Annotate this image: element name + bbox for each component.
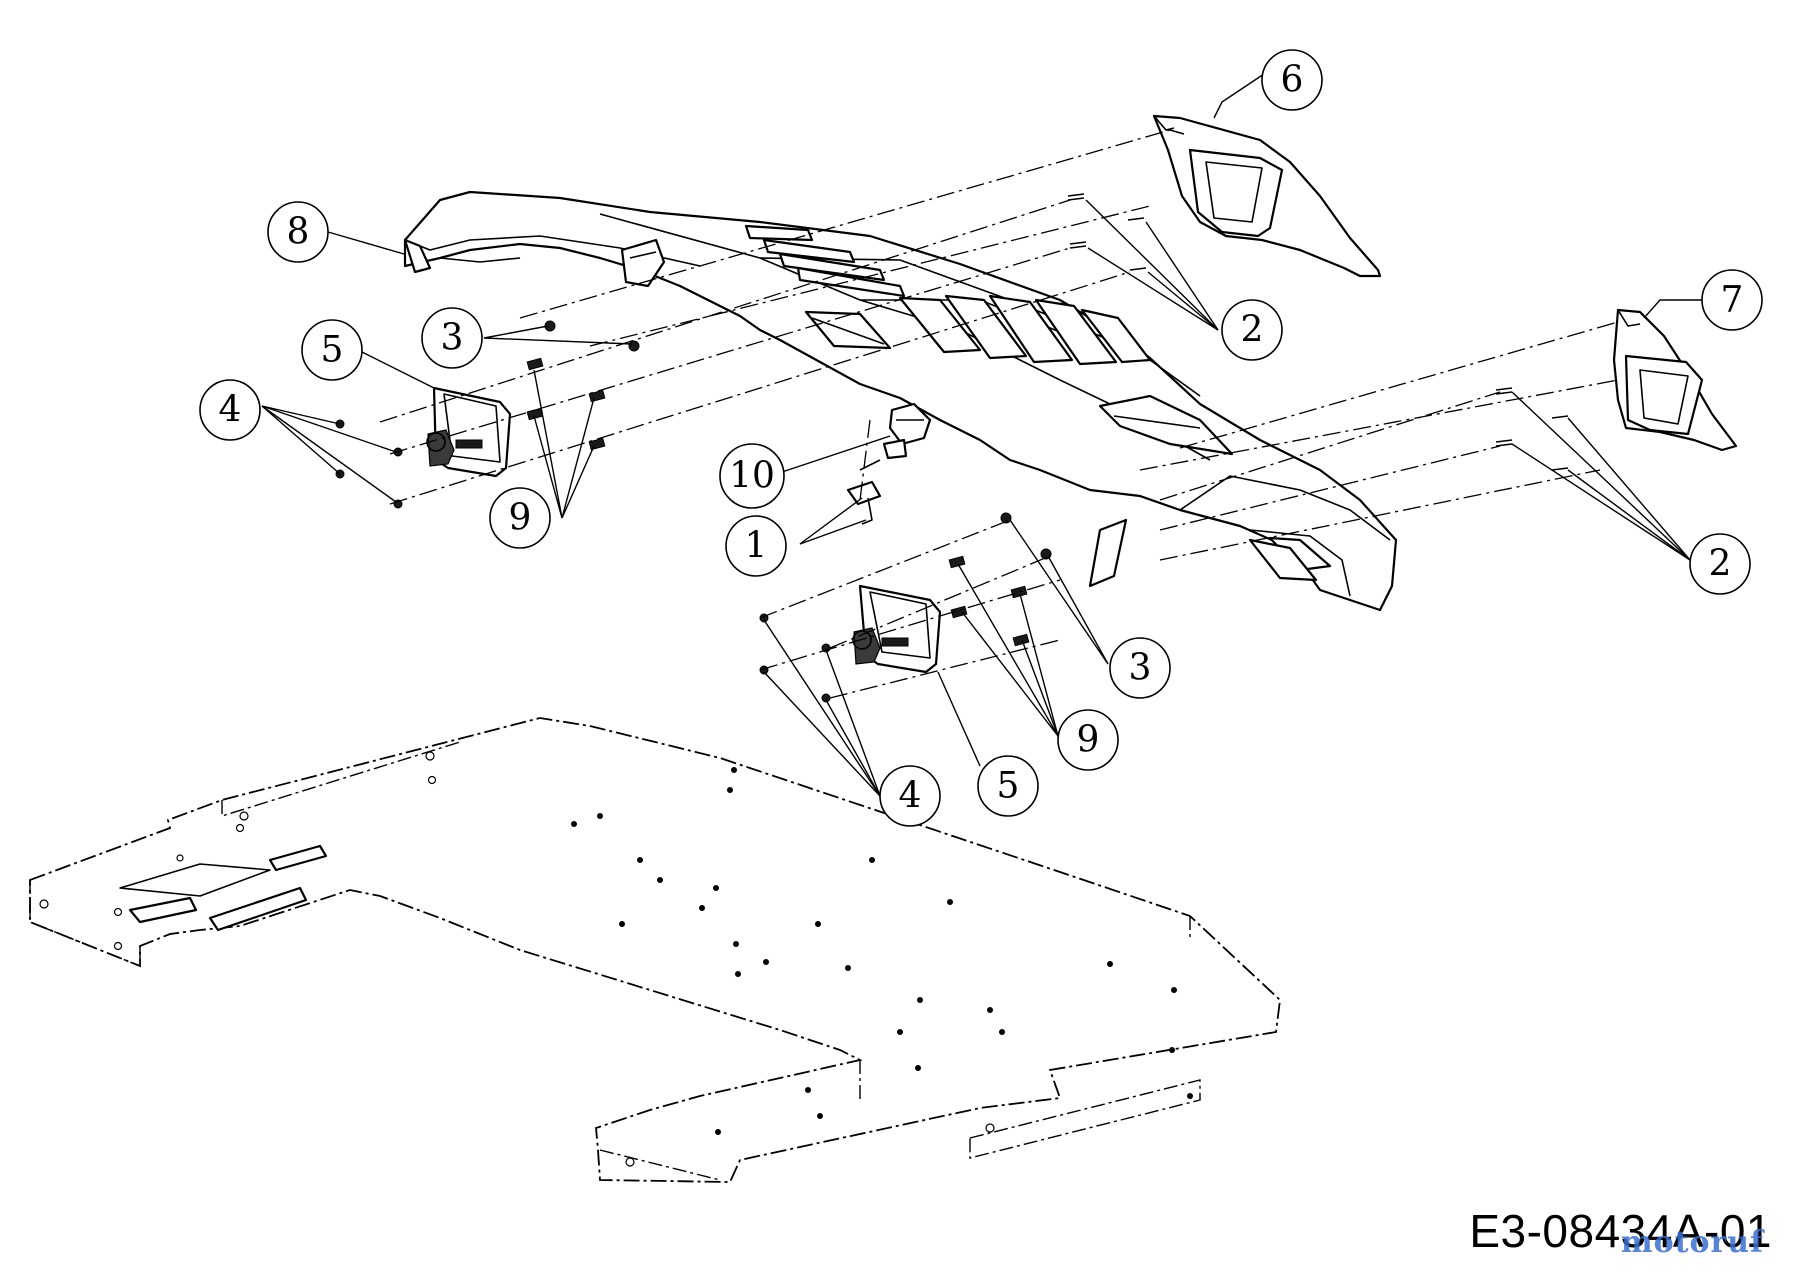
callout-2-lower-label: 2	[1709, 544, 1732, 585]
callout-10-label: 10	[729, 456, 775, 497]
callout-5-right[interactable]: 5	[977, 755, 1039, 817]
callout-5-right-label: 5	[997, 766, 1020, 807]
callout-4-right[interactable]: 4	[879, 765, 941, 827]
callout-1[interactable]: 1	[725, 515, 787, 577]
callout-9-right-label: 9	[1077, 720, 1100, 761]
light-housing-left	[1612, 308, 1738, 452]
headlamp-right	[852, 584, 942, 674]
headlamp-left	[426, 386, 512, 478]
callout-4-right-label: 4	[899, 776, 922, 817]
watermark-logo: motoruf	[1620, 1225, 1764, 1260]
callout-3-lower[interactable]: 3	[1109, 637, 1171, 699]
callout-4-left-label: 4	[219, 390, 242, 431]
drawing-number: E3-08434A-01	[1469, 1205, 1772, 1257]
callout-6-label: 6	[1281, 60, 1304, 101]
callout-6[interactable]: 6	[1261, 49, 1323, 111]
assembly-centerlines	[379, 129, 1619, 699]
callout-9-right[interactable]: 9	[1057, 709, 1119, 771]
callout-7-label: 7	[1721, 280, 1744, 321]
callout-4-left[interactable]: 4	[199, 379, 261, 441]
callout-2-upper-label: 2	[1241, 310, 1264, 351]
light-housing-right	[1152, 114, 1382, 278]
callout-8-label: 8	[287, 212, 310, 253]
frame-plate	[29, 717, 1281, 1183]
hood-panel	[403, 190, 1398, 612]
callout-10[interactable]: 10	[719, 443, 785, 509]
callout-9-left-label: 9	[509, 498, 532, 539]
callout-2-upper[interactable]: 2	[1221, 299, 1283, 361]
callout-3-upper[interactable]: 3	[421, 307, 483, 369]
callout-3-lower-label: 3	[1129, 648, 1152, 689]
callout-8[interactable]: 8	[267, 201, 329, 263]
callout-5-left[interactable]: 5	[301, 319, 363, 381]
callout-7[interactable]: 7	[1701, 269, 1763, 331]
callout-2-lower[interactable]: 2	[1689, 533, 1751, 595]
callout-5-left-label: 5	[321, 330, 344, 371]
callout-3-upper-label: 3	[441, 318, 464, 359]
callout-1-label: 1	[745, 526, 768, 567]
wire-connector	[846, 402, 932, 525]
callout-9-left[interactable]: 9	[489, 487, 551, 549]
leader-lines	[261, 73, 1704, 797]
